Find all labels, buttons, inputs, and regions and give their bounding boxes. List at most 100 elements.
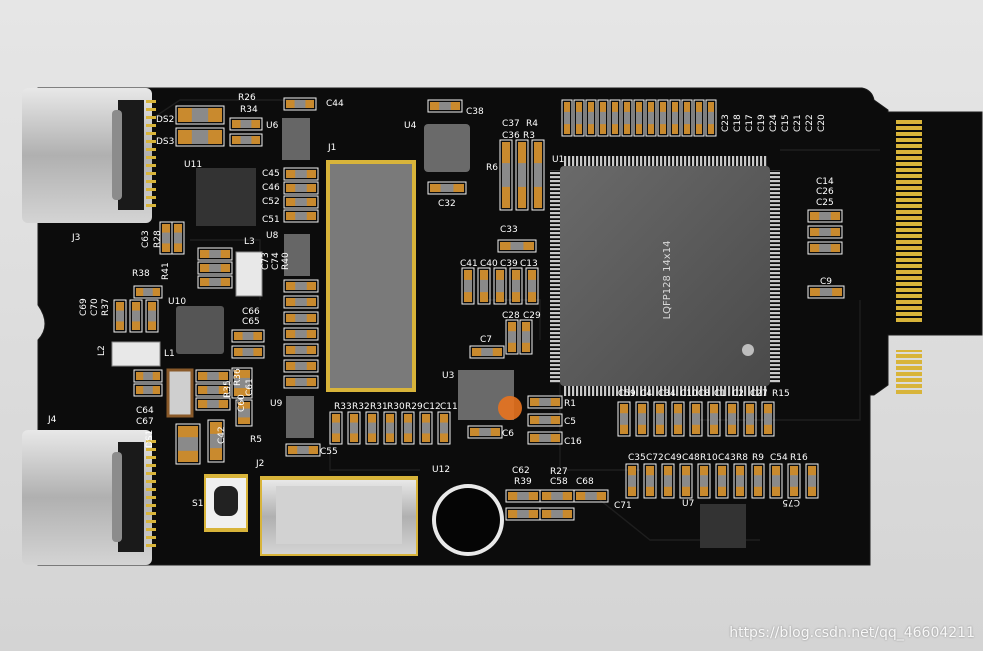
smd-passive (175, 105, 225, 125)
edge-fingers-top (896, 118, 922, 324)
smd-passive (531, 139, 545, 211)
designator-r28: R28 (153, 230, 163, 248)
usb-c-connector-j4 (22, 430, 156, 565)
smd-passive (689, 401, 703, 437)
designator-c7: C7 (480, 335, 492, 345)
smd-passive (195, 397, 231, 411)
ic-bodies (111, 118, 746, 548)
smd-passive (807, 225, 843, 239)
designator-ds3: DS3 (156, 137, 174, 147)
designator-c69: C69 (79, 298, 89, 316)
designator-u8: U8 (266, 231, 279, 241)
designator-r38: R38 (132, 269, 150, 279)
designator-c8: C8 (698, 389, 710, 399)
smd-passive (519, 319, 533, 355)
designator-c15: C15 (781, 114, 791, 132)
designator-r39: R39 (514, 477, 532, 487)
smd-passive (751, 463, 765, 499)
designator-c17: C17 (745, 114, 755, 132)
designator-c55: C55 (320, 447, 338, 457)
designator-c54: C54 (770, 453, 788, 463)
smd-passive (197, 275, 233, 289)
smd-passive (527, 413, 563, 427)
designator-r32: R32 (352, 402, 370, 412)
designator-r29: R29 (405, 402, 423, 412)
designator-c28: C28 (502, 311, 520, 321)
designator-ds1: DS1 (145, 430, 155, 448)
edge-fingers-bottom (896, 350, 922, 396)
designator-c6: C6 (502, 429, 514, 439)
smd-passive (195, 369, 231, 383)
smd-passive (133, 369, 163, 383)
designator-c52: C52 (262, 197, 280, 207)
smd-passive (539, 507, 575, 521)
smd-passive (653, 401, 667, 437)
designator-c70: C70 (90, 298, 100, 316)
smd-passive (231, 345, 265, 359)
smd-passive (195, 383, 231, 397)
designator-r37: R37 (101, 298, 111, 316)
ic-u8 (284, 234, 310, 276)
ic-u10 (176, 306, 224, 354)
designator-u12: U12 (432, 465, 450, 475)
smd-passive (197, 247, 233, 261)
designator-r4: R4 (526, 119, 538, 129)
designator-c65: C65 (242, 317, 260, 327)
smd-passive (509, 267, 523, 305)
smd-passive (527, 395, 563, 409)
smd-passive (725, 401, 739, 437)
designator-c44: C44 (326, 99, 344, 109)
designator-c72: C72 (646, 453, 664, 463)
designator-l3: L3 (244, 237, 255, 247)
designator-r27: R27 (550, 467, 568, 477)
smd-passive (715, 463, 729, 499)
designator-c38: C38 (466, 107, 484, 117)
smd-passive (133, 285, 163, 299)
designator-c45: C45 (262, 169, 280, 179)
smd-passive (661, 463, 675, 499)
designator-r40: R40 (281, 252, 291, 270)
smd-passive (229, 117, 263, 131)
smd-passive (383, 411, 397, 445)
smd-passive (807, 241, 843, 255)
smd-passive (427, 181, 467, 195)
smd-passive (597, 99, 609, 137)
mcu-marking: LQFP128 14x14 (662, 241, 673, 320)
designator-c40: C40 (480, 259, 498, 269)
smd-passive (769, 463, 783, 499)
designator-r8: R8 (736, 453, 748, 463)
designator-c46: C46 (262, 183, 280, 193)
smd-passive (807, 285, 845, 299)
smd-passive (283, 327, 319, 341)
designator-r16: R16 (790, 453, 808, 463)
designator-c67: C67 (136, 417, 154, 427)
designator-c32: C32 (438, 199, 456, 209)
designator-u1: U1 (552, 155, 564, 165)
designator-c11: C11 (440, 402, 458, 412)
designator-r35: R35 (223, 380, 233, 398)
smd-passive (401, 411, 415, 445)
smd-passive (679, 463, 693, 499)
designator-r31: R31 (370, 402, 388, 412)
designator-j1: J1 (327, 143, 336, 153)
smd-passive (761, 401, 775, 437)
smd-passive (283, 279, 319, 293)
smd-passive (807, 209, 843, 223)
designator-c74: C74 (271, 252, 281, 270)
smd-passive (505, 319, 519, 355)
smd-passive (145, 299, 159, 333)
designator-j4: J4 (47, 415, 57, 425)
designator-j2: J2 (255, 459, 264, 469)
designator-r26: R26 (238, 93, 256, 103)
designator-c51: C51 (262, 215, 280, 225)
designator-c33: C33 (500, 225, 518, 235)
smd-passive (645, 99, 657, 137)
designator-c23: C23 (721, 114, 731, 132)
designator-r36: R36 (233, 368, 243, 386)
smd-passive (235, 399, 253, 427)
smd-passive (283, 375, 319, 389)
smd-passive (283, 181, 319, 195)
designator-c20: C20 (817, 114, 827, 132)
smd-passive (283, 97, 317, 111)
